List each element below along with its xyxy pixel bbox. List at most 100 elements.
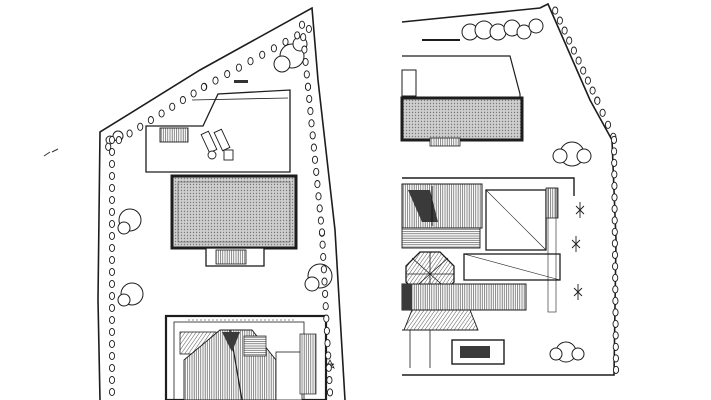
tree-symbol <box>126 129 133 138</box>
tree-symbol <box>575 56 582 65</box>
tree-symbol <box>318 228 326 237</box>
tree-symbol <box>320 252 327 262</box>
tree-symbol <box>179 96 186 105</box>
tree-symbol <box>301 45 308 54</box>
tree-symbol <box>604 120 612 129</box>
tree-symbol <box>235 63 242 72</box>
tree-symbol <box>108 159 116 169</box>
tree-symbol <box>108 363 116 373</box>
tree-symbol <box>611 204 618 213</box>
tree-symbol <box>611 193 618 202</box>
tree-symbol <box>611 181 618 190</box>
left-pool <box>170 174 298 250</box>
tree-symbol <box>108 207 116 217</box>
tree-symbol <box>190 89 197 98</box>
tree-symbol <box>294 31 301 40</box>
tree-symbol <box>305 24 312 34</box>
tree-symbol <box>317 216 324 225</box>
tree-symbol <box>105 142 112 151</box>
tree-symbol <box>108 327 116 337</box>
tree-symbol <box>302 57 309 67</box>
tree-symbol <box>200 82 207 92</box>
tree-symbol <box>570 46 577 55</box>
tree-symbol <box>303 70 310 79</box>
tree-symbol <box>108 291 116 301</box>
tree-symbol <box>321 277 328 286</box>
tree-symbol <box>316 204 323 213</box>
tree-symbol <box>108 183 116 193</box>
tree-symbol <box>611 158 618 167</box>
tree-symbol <box>322 302 329 311</box>
tree-symbol <box>594 96 601 105</box>
tree-symbol <box>611 250 619 259</box>
tree-symbol <box>212 76 219 85</box>
tree-symbol <box>308 119 315 128</box>
tree-symbol <box>313 167 320 176</box>
tree-symbol <box>108 135 116 145</box>
left-plot-label <box>234 80 248 83</box>
tree-symbol <box>612 342 619 351</box>
right-house <box>401 177 575 368</box>
tree-symbol <box>108 387 116 397</box>
right-property-boundary <box>401 2 617 376</box>
right-pool-area <box>400 39 524 147</box>
tree-symbol <box>611 147 618 156</box>
tree-symbol <box>610 135 618 144</box>
tree-symbol <box>325 351 332 360</box>
tree-symbol <box>323 314 330 323</box>
tree-symbol <box>611 216 618 225</box>
tree-symbol <box>108 339 116 349</box>
right-sheet <box>400 2 620 376</box>
tree-symbol <box>325 363 332 372</box>
left-north-mark <box>43 148 59 157</box>
tree-symbol <box>326 376 333 385</box>
right-markers <box>571 202 585 300</box>
left-tree-row <box>105 20 334 397</box>
tree-symbol <box>108 315 116 325</box>
tree-symbol <box>611 239 618 248</box>
tree-symbol <box>315 192 322 201</box>
tree-symbol <box>612 354 619 363</box>
tree-symbol <box>612 319 619 328</box>
left-shrubs <box>105 36 333 307</box>
tree-symbol <box>612 262 619 271</box>
tree-symbol <box>108 375 116 385</box>
left-property-boundary <box>97 6 346 400</box>
tree-symbol <box>612 285 619 294</box>
right-shrubs <box>461 18 592 363</box>
tree-symbol <box>612 365 620 374</box>
left-house <box>164 314 328 400</box>
left-loungers <box>200 128 234 161</box>
tree-symbol <box>599 108 606 117</box>
tree-symbol <box>311 155 319 164</box>
tree-symbol <box>108 351 116 361</box>
tree-symbol <box>108 147 116 157</box>
tree-symbol <box>314 180 321 189</box>
tree-symbol <box>326 388 334 397</box>
tree-symbol <box>584 76 591 85</box>
right-patio <box>451 339 505 365</box>
tree-symbol <box>158 109 165 118</box>
tree-symbol <box>224 70 231 79</box>
tree-symbol <box>324 339 331 348</box>
tree-symbol <box>259 50 266 59</box>
tree-symbol <box>589 86 596 95</box>
tree-symbol <box>561 26 568 35</box>
tree-symbol <box>270 44 277 53</box>
tree-symbol <box>306 94 313 103</box>
tree-symbol <box>307 107 314 116</box>
tree-symbol <box>611 227 618 236</box>
tree-symbol <box>552 6 559 15</box>
tree-symbol <box>108 171 116 181</box>
tree-symbol <box>108 243 116 253</box>
tree-symbol <box>108 303 116 313</box>
tree-symbol <box>612 331 619 340</box>
tree-symbol <box>282 37 289 46</box>
tree-symbol <box>310 143 317 152</box>
tree-symbol <box>247 57 254 66</box>
tree-symbol <box>304 82 312 91</box>
tree-symbol <box>298 20 306 29</box>
right-pool <box>400 96 524 142</box>
